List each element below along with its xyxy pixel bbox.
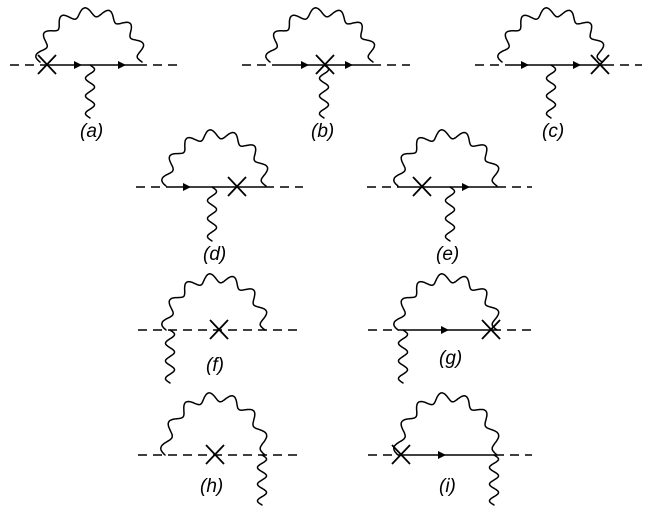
diagram-c-insertion-cross bbox=[590, 54, 610, 75]
diagram-e: (e) bbox=[367, 129, 532, 265]
diagram-d-external-photon bbox=[206, 186, 218, 242]
diagram-f-label: (f) bbox=[206, 355, 224, 376]
diagram-h-label: (h) bbox=[200, 476, 223, 497]
diagram-g-external-photon bbox=[397, 329, 409, 384]
diagram-a-loop-photon bbox=[35, 7, 145, 63]
diagram-a: (a) bbox=[10, 7, 178, 142]
diagram-i: (i) bbox=[368, 392, 532, 506]
diagram-g: (g) bbox=[368, 273, 532, 384]
diagram-b-label: (b) bbox=[311, 121, 334, 142]
diagram-a-insertion-cross bbox=[37, 54, 57, 75]
diagram-f: (f) bbox=[138, 273, 300, 384]
diagram-c-arrow-2 bbox=[573, 61, 581, 69]
diagram-i-insertion-cross bbox=[391, 444, 411, 465]
diagram-e-loop-photon bbox=[393, 129, 500, 187]
diagram-e-arrow-1 bbox=[462, 183, 470, 191]
diagram-h-insertion-cross bbox=[205, 444, 225, 465]
diagram-b-loop-photon bbox=[265, 7, 376, 63]
diagram-g-insertion-cross bbox=[481, 319, 501, 340]
diagram-c: (c) bbox=[475, 7, 642, 142]
diagram-a-arrow-2 bbox=[118, 61, 126, 69]
diagram-c-label: (c) bbox=[542, 121, 564, 142]
diagram-e-insertion-cross bbox=[412, 176, 432, 197]
diagram-b-external-photon bbox=[318, 64, 330, 119]
diagram-b-insertion-cross bbox=[315, 54, 335, 75]
diagram-a-arrow-1 bbox=[74, 61, 82, 69]
diagram-f-loop-photon bbox=[161, 273, 268, 331]
diagram-i-arrow-1 bbox=[438, 451, 446, 459]
diagram-h-external-photon bbox=[256, 454, 268, 506]
diagram-b-arrow-1 bbox=[301, 61, 309, 69]
diagram-h: (h) bbox=[138, 392, 300, 506]
diagram-c-arrow-1 bbox=[521, 61, 529, 69]
diagram-d: (d) bbox=[136, 129, 303, 265]
diagram-d-insertion-cross bbox=[227, 176, 247, 197]
diagram-i-label: (i) bbox=[439, 476, 456, 497]
diagram-g-arrow-1 bbox=[441, 326, 449, 334]
diagram-f-external-photon bbox=[164, 329, 176, 384]
diagram-a-external-photon bbox=[84, 64, 96, 119]
diagram-c-loop-photon bbox=[497, 7, 605, 63]
diagram-d-label: (d) bbox=[203, 244, 226, 265]
diagram-i-loop-photon bbox=[393, 392, 500, 456]
diagram-b: (b) bbox=[242, 7, 410, 142]
diagram-i-external-photon bbox=[488, 454, 500, 506]
diagram-c-external-photon bbox=[545, 64, 557, 119]
diagram-b-arrow-2 bbox=[345, 61, 353, 69]
diagram-d-arrow-1 bbox=[183, 183, 191, 191]
diagram-e-label: (e) bbox=[436, 244, 459, 265]
diagram-h-loop-photon bbox=[160, 392, 268, 456]
diagram-g-label: (g) bbox=[439, 348, 462, 369]
diagram-d-loop-photon bbox=[161, 129, 269, 187]
diagram-a-label: (a) bbox=[80, 121, 103, 142]
diagram-f-insertion-cross bbox=[209, 319, 229, 340]
diagram-e-external-photon bbox=[444, 186, 456, 242]
diagram-g-loop-photon bbox=[393, 273, 500, 331]
